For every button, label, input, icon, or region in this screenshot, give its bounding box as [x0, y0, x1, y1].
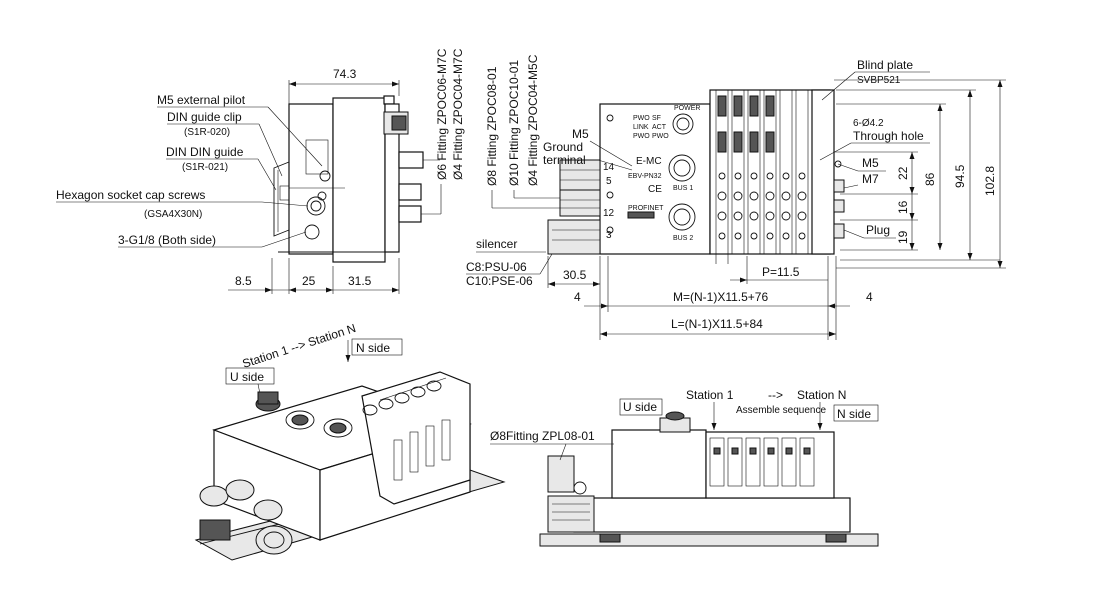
panel-led-pwo: PWO — [633, 115, 650, 122]
label-m5-left: M5 — [572, 127, 589, 141]
port-3: 3 — [606, 230, 612, 241]
right-top-view: Ø8 Fitting ZPOC08-01 Ø10 Fitting ZPOC10-… — [466, 54, 1006, 340]
panel-model: EBV-PN32 — [628, 173, 662, 180]
label-through-hole-b: Through hole — [853, 129, 924, 143]
dim-l: L=(N-1)X11.5+84 — [671, 317, 763, 331]
label-fit-zpoc06: Ø6 Fitting ZPOC06-M7C — [435, 48, 449, 180]
iso-station-label: Station 1 --> Station N — [241, 321, 358, 371]
panel-bus1: BUS 1 — [673, 185, 693, 192]
iso-n-side: N side — [356, 341, 390, 355]
label-gsa4x30n: (GSA4X30N) — [144, 209, 202, 220]
dim-102-8: 102.8 — [983, 166, 997, 196]
isometric-view: Station 1 --> Station N N side U side — [194, 321, 506, 561]
dim-left-4: 4 — [574, 290, 581, 304]
label-through-hole-a: 6-Ø4.2 — [853, 118, 884, 129]
panel-power: POWER — [674, 105, 700, 112]
label-din-guide-clip: DIN guide clip — [167, 110, 242, 124]
label-fit-zpoc10: Ø10 Fitting ZPOC10-01 — [507, 60, 521, 186]
port-5: 5 — [606, 176, 612, 187]
label-din-din-guide: DIN DIN guide — [166, 145, 244, 159]
dim-19: 19 — [896, 230, 910, 244]
dim-22: 22 — [896, 166, 910, 180]
panel-led-link: LINK — [633, 124, 649, 131]
port-14: 14 — [603, 162, 615, 173]
dim-86: 86 — [923, 172, 937, 186]
label-m5-right: M5 — [862, 156, 879, 170]
label-c8: C8:PSU-06 — [466, 260, 527, 274]
front-stationn: Station N — [797, 388, 846, 402]
label-c10: C10:PSE-06 — [466, 274, 533, 288]
dim-31-5: 31.5 — [348, 274, 372, 288]
label-svbp521: SVBP521 — [857, 75, 901, 86]
valve-stations — [715, 89, 809, 255]
panel-led-act: ACT — [652, 124, 667, 131]
label-plug: Plug — [866, 223, 890, 237]
panel-led-pwo-3: PWO — [652, 133, 669, 140]
dim-74-3: 74.3 — [333, 67, 357, 81]
dim-25: 25 — [302, 274, 316, 288]
panel-bus2: BUS 2 — [673, 235, 693, 242]
label-s1r-021: (S1R-021) — [182, 162, 228, 173]
label-s1r-020: (S1R-020) — [184, 127, 230, 138]
dim-30-5: 30.5 — [563, 268, 587, 282]
label-hex-screws: Hexagon socket cap screws — [56, 188, 205, 202]
label-fit-zpoc04-m5: Ø4 Fitting ZPOC04-M5C — [526, 54, 540, 186]
label-fit-zpoc08: Ø8 Fitting ZPOC08-01 — [485, 66, 499, 186]
label-m7-right: M7 — [862, 172, 879, 186]
dim-94-5: 94.5 — [953, 164, 967, 188]
left-side-view: 74.3 8.5 — [56, 48, 465, 294]
panel-led-pwo-2: PWO — [633, 133, 650, 140]
panel-profinet: PROFINET — [628, 205, 664, 212]
dim-8-5: 8.5 — [235, 274, 252, 288]
dim-right-4: 4 — [866, 290, 873, 304]
front-fitting: Ø8Fitting ZPL08-01 — [490, 429, 595, 443]
label-3-g1-8: 3-G1/8 (Both side) — [118, 233, 216, 247]
dim-p: P=11.5 — [762, 265, 800, 279]
front-arrow: --> — [768, 388, 783, 402]
front-view: U side Station 1 --> Station N Assemble … — [490, 388, 879, 547]
port-12: 12 — [603, 208, 615, 219]
label-terminal: terminal — [543, 153, 586, 167]
front-assemble: Assemble sequence — [736, 405, 826, 416]
dim-16: 16 — [896, 200, 910, 214]
panel-brand: E-MC — [636, 156, 662, 167]
panel-led-sf: SF — [652, 115, 661, 122]
panel-ce: CE — [648, 184, 662, 195]
label-m5-external-pilot: M5 external pilot — [157, 93, 246, 107]
dim-m: M=(N-1)X11.5+76 — [673, 290, 768, 304]
label-ground: Ground — [543, 140, 583, 154]
front-station1: Station 1 — [686, 388, 734, 402]
front-n-side: N side — [837, 407, 871, 421]
label-silencer: silencer — [476, 237, 517, 251]
iso-u-side: U side — [230, 370, 264, 384]
front-u-side: U side — [623, 400, 657, 414]
label-fit-zpoc04: Ø4 Fitting ZPOC04-M7C — [451, 48, 465, 180]
label-blind-plate: Blind plate — [857, 58, 913, 72]
